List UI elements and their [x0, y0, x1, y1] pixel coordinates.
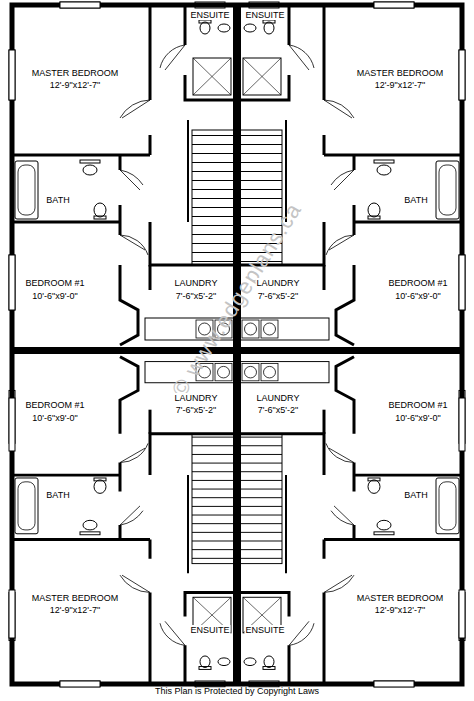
room-name: MASTER BEDROOM — [356, 68, 445, 78]
room-dimension: 10'-6"x9'-0" — [394, 291, 441, 301]
room-name: BATH — [45, 490, 70, 500]
room-name: BEDROOM #1 — [387, 278, 448, 288]
room-dimension: 12'-9"x12'-7" — [374, 80, 426, 90]
room-name: ENSUITE — [244, 10, 285, 20]
room-dimension: 10'-6"x9'-0" — [394, 413, 441, 423]
caption: This Plan is Protected by Copyright Laws — [0, 686, 474, 697]
room-dimension: 10'-6"x9'-0" — [31, 413, 78, 423]
room-name: ENSUITE — [189, 10, 230, 20]
room-dimension: 7'-6"x5'-2" — [257, 291, 299, 301]
room-dimension: 12'-9"x12'-7" — [49, 80, 101, 90]
room-name: MASTER BEDROOM — [31, 68, 120, 78]
room-name: LAUNDRY — [256, 278, 301, 288]
room-dimension: 7'-6"x5'-2" — [257, 405, 299, 415]
room-dimension: 12'-9"x12'-7" — [374, 605, 426, 615]
room-dimension: 12'-9"x12'-7" — [49, 605, 101, 615]
room-name: MASTER BEDROOM — [356, 593, 445, 603]
room-name: BEDROOM #1 — [24, 400, 85, 410]
room-name: ENSUITE — [244, 625, 285, 635]
room-name: LAUNDRY — [256, 393, 301, 403]
room-name: LAUNDRY — [174, 393, 219, 403]
room-name: BATH — [403, 195, 428, 205]
room-name: BATH — [45, 195, 70, 205]
room-name: BEDROOM #1 — [387, 400, 448, 410]
room-name: LAUNDRY — [174, 278, 219, 288]
room-name: BEDROOM #1 — [24, 278, 85, 288]
room-dimension: 7'-6"x5'-2" — [175, 405, 217, 415]
room-dimension: 7'-6"x5'-2" — [175, 291, 217, 301]
room-name: ENSUITE — [189, 625, 230, 635]
room-name: MASTER BEDROOM — [31, 593, 120, 603]
room-dimension: 10'-6"x9'-0" — [31, 291, 78, 301]
room-name: BATH — [403, 490, 428, 500]
